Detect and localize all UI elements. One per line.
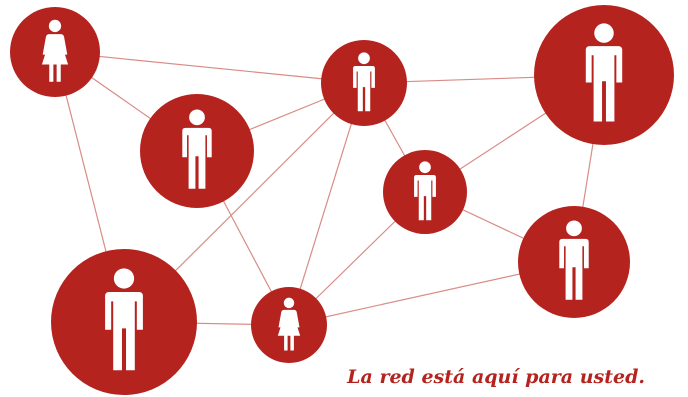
person-node-man-bottom-right [518,206,630,318]
person-node-man-center-left [140,94,254,208]
person-node-man-bottom-left [51,249,197,395]
person-node-woman-top-left [10,7,100,97]
person-node-man-top-center [321,40,407,126]
person-node-man-center [383,150,467,234]
connection-line-woman-top-left-man-top-center [54,51,365,84]
people-nodes [10,5,674,395]
person-node-woman-bottom-center [251,287,327,363]
person-node-man-top-right [534,5,674,145]
tagline: La red está aquí para usted. [347,366,645,388]
